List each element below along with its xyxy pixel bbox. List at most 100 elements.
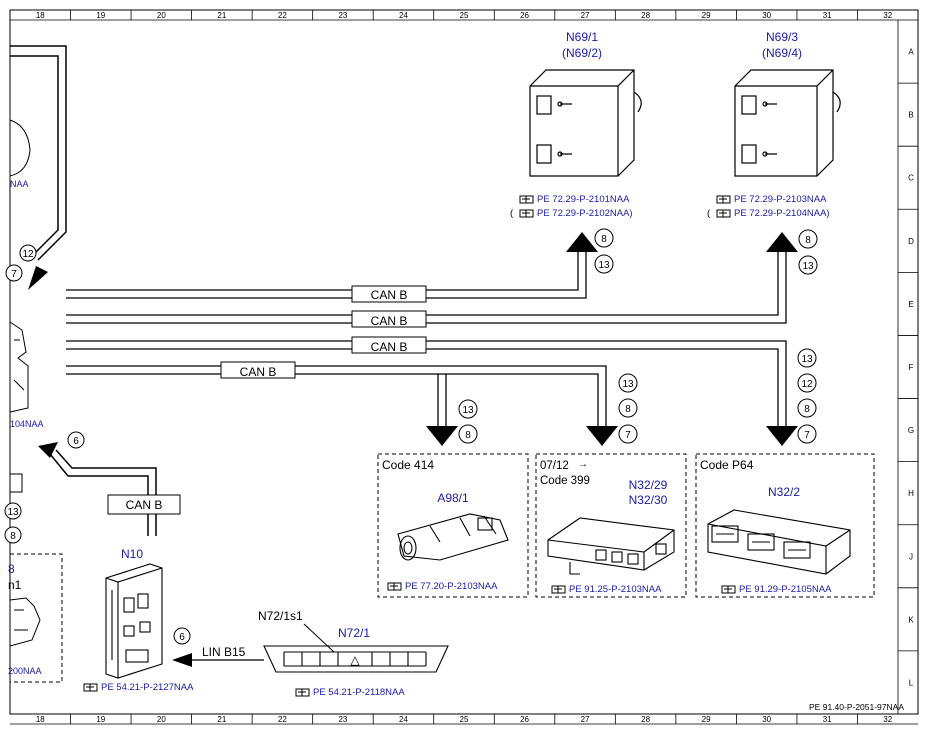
a98-1-motor-drawing	[397, 513, 509, 561]
n69-3-module-drawing	[734, 69, 841, 177]
grid-col-label-top: 32	[883, 11, 892, 20]
n69-1-module-drawing	[529, 69, 642, 177]
n72-1-switch-panel-drawing	[263, 645, 449, 673]
circle-lin-6	[173, 627, 191, 645]
n32-29-dashed-box	[535, 453, 687, 598]
circle-a98-a-label: 13	[462, 405, 474, 416]
left-dashed-box	[10, 553, 63, 683]
circle-n69-1-a-label: 8	[601, 234, 607, 245]
left-ref-bottom: 200NAA	[8, 666, 42, 676]
left-box-edge	[10, 473, 23, 493]
circle-n32-29-b-label: 8	[625, 404, 631, 415]
grid-row-label: B	[908, 111, 913, 120]
circle-n32-29-c-label: 7	[625, 430, 631, 441]
left-partial-part-bottom	[9, 597, 41, 647]
circle-12-top-label: 12	[22, 249, 34, 260]
grid-col-label-bottom: 27	[581, 715, 590, 724]
circle-n32-2-b	[797, 373, 817, 393]
grid-col-label-bottom: 18	[36, 715, 45, 724]
left-partial-part-mid	[9, 321, 29, 413]
svg-text:(: (	[510, 208, 514, 219]
circle-8-left-label: 8	[10, 531, 16, 542]
svg-text:PE 72.29-P-2103NAA: PE 72.29-P-2103NAA	[734, 194, 827, 205]
a98-1-dashed-box	[377, 453, 529, 598]
can-b-left-harness	[49, 449, 157, 536]
can-b-label-1: CAN B	[371, 288, 408, 302]
svg-text:PE 54.21-P-2127NAA: PE 54.21-P-2127NAA	[101, 682, 194, 693]
circle-6-left	[67, 431, 85, 449]
can-b-left-box	[107, 494, 181, 515]
svg-text:(: (	[707, 208, 711, 219]
left-label-8: 8	[8, 562, 15, 576]
grid-col-label-top: 18	[36, 11, 45, 20]
circle-n32-2-a-label: 13	[801, 354, 813, 365]
grid-col-label-bottom: 25	[460, 715, 469, 724]
svg-text:PE 77.20-P-2103NAA: PE 77.20-P-2103NAA	[405, 581, 498, 592]
arrow-down-n32-2	[766, 426, 798, 446]
n69-3-alt-label: (N69/4)	[762, 46, 802, 60]
grid-col-label-bottom: 26	[520, 715, 529, 724]
grid-col-label-bottom: 19	[96, 715, 105, 724]
n72-1s1-leader	[303, 623, 335, 653]
circle-n32-29-b	[618, 398, 638, 418]
arrow-up-n69-3	[766, 232, 798, 252]
a98-1-code: Code 414	[382, 458, 434, 472]
n69-3-ref2: ( PE 72.29-P-2104NAA)	[707, 208, 830, 219]
n69-1-label: N69/1	[566, 30, 598, 44]
left-harness-upper	[10, 45, 67, 261]
circle-lin-6-label: 6	[179, 632, 185, 643]
n72-1s1-label: N72/1s1	[258, 609, 303, 623]
circle-n32-2-b-label: 12	[801, 379, 813, 390]
n69-1-ref1: PE 72.29-P-2101NAA	[519, 194, 630, 205]
grid-row-label: G	[908, 426, 914, 435]
svg-text:PE 72.29-P-2104NAA): PE 72.29-P-2104NAA)	[734, 208, 830, 219]
n69-1-ref2: ( PE 72.29-P-2102NAA)	[510, 208, 633, 219]
circle-n32-29-c	[618, 424, 638, 444]
circle-n32-2-d	[797, 424, 817, 444]
can-b-line-3	[66, 340, 787, 428]
grid-row-label: L	[909, 678, 914, 687]
n72-1-ref: PE 54.21-P-2118NAA	[295, 687, 405, 698]
n32-29-code: Code 399	[540, 475, 590, 487]
grid-row-label: E	[908, 300, 913, 309]
grid-col-label-bottom: 24	[399, 715, 408, 724]
grid-row-label: C	[908, 174, 914, 183]
grid-col-label-bottom: 29	[702, 715, 711, 724]
grid-col-label-bottom: 23	[338, 715, 347, 724]
circle-n69-1-a	[594, 228, 614, 248]
circle-13-left	[4, 502, 22, 520]
n10-ref: PE 54.21-P-2127NAA	[83, 682, 194, 693]
n69-3-ref1: PE 72.29-P-2103NAA	[716, 194, 827, 205]
grid-column-labels: 1818191920202121222223232424252526262727…	[36, 10, 893, 724]
grid-row-label: J	[909, 552, 913, 561]
circle-a98-b-label: 8	[465, 430, 471, 441]
n32-2-module-drawing	[707, 509, 851, 575]
grid-col-label-top: 28	[641, 11, 650, 20]
n72-1-label: N72/1	[338, 626, 370, 640]
circle-n69-3-a	[798, 229, 818, 249]
left-ref-mid: 104NAA	[10, 419, 44, 429]
grid-col-label-top: 27	[581, 11, 590, 20]
svg-text:PE 91.25-P-2103NAA: PE 91.25-P-2103NAA	[569, 584, 662, 595]
grid-col-label-bottom: 28	[641, 715, 650, 724]
circle-n32-2-d-label: 7	[804, 430, 810, 441]
grid-col-label-top: 24	[399, 11, 408, 20]
circle-13-left-label: 13	[7, 507, 19, 518]
n32-29-date: 07/12	[540, 460, 569, 472]
svg-text:PE 91.29-P-2105NAA: PE 91.29-P-2105NAA	[739, 584, 832, 595]
arrow-left-upper	[28, 266, 48, 290]
grid-row-label: F	[909, 363, 914, 372]
grid-row-label: K	[908, 615, 914, 624]
left-partial-part-top	[9, 119, 31, 177]
can-b-line-1	[66, 250, 587, 299]
can-b-box-4	[220, 361, 296, 379]
arrow-up-left	[38, 442, 58, 458]
circle-n69-3-b	[798, 255, 818, 275]
n32-29-module-drawing	[547, 517, 675, 575]
grid-col-label-top: 21	[217, 11, 226, 20]
can-b-label-4: CAN B	[240, 365, 277, 379]
n32-29-arrow: →	[578, 459, 588, 470]
n10-module-drawing	[105, 563, 163, 679]
n69-3-label: N69/3	[766, 30, 798, 44]
